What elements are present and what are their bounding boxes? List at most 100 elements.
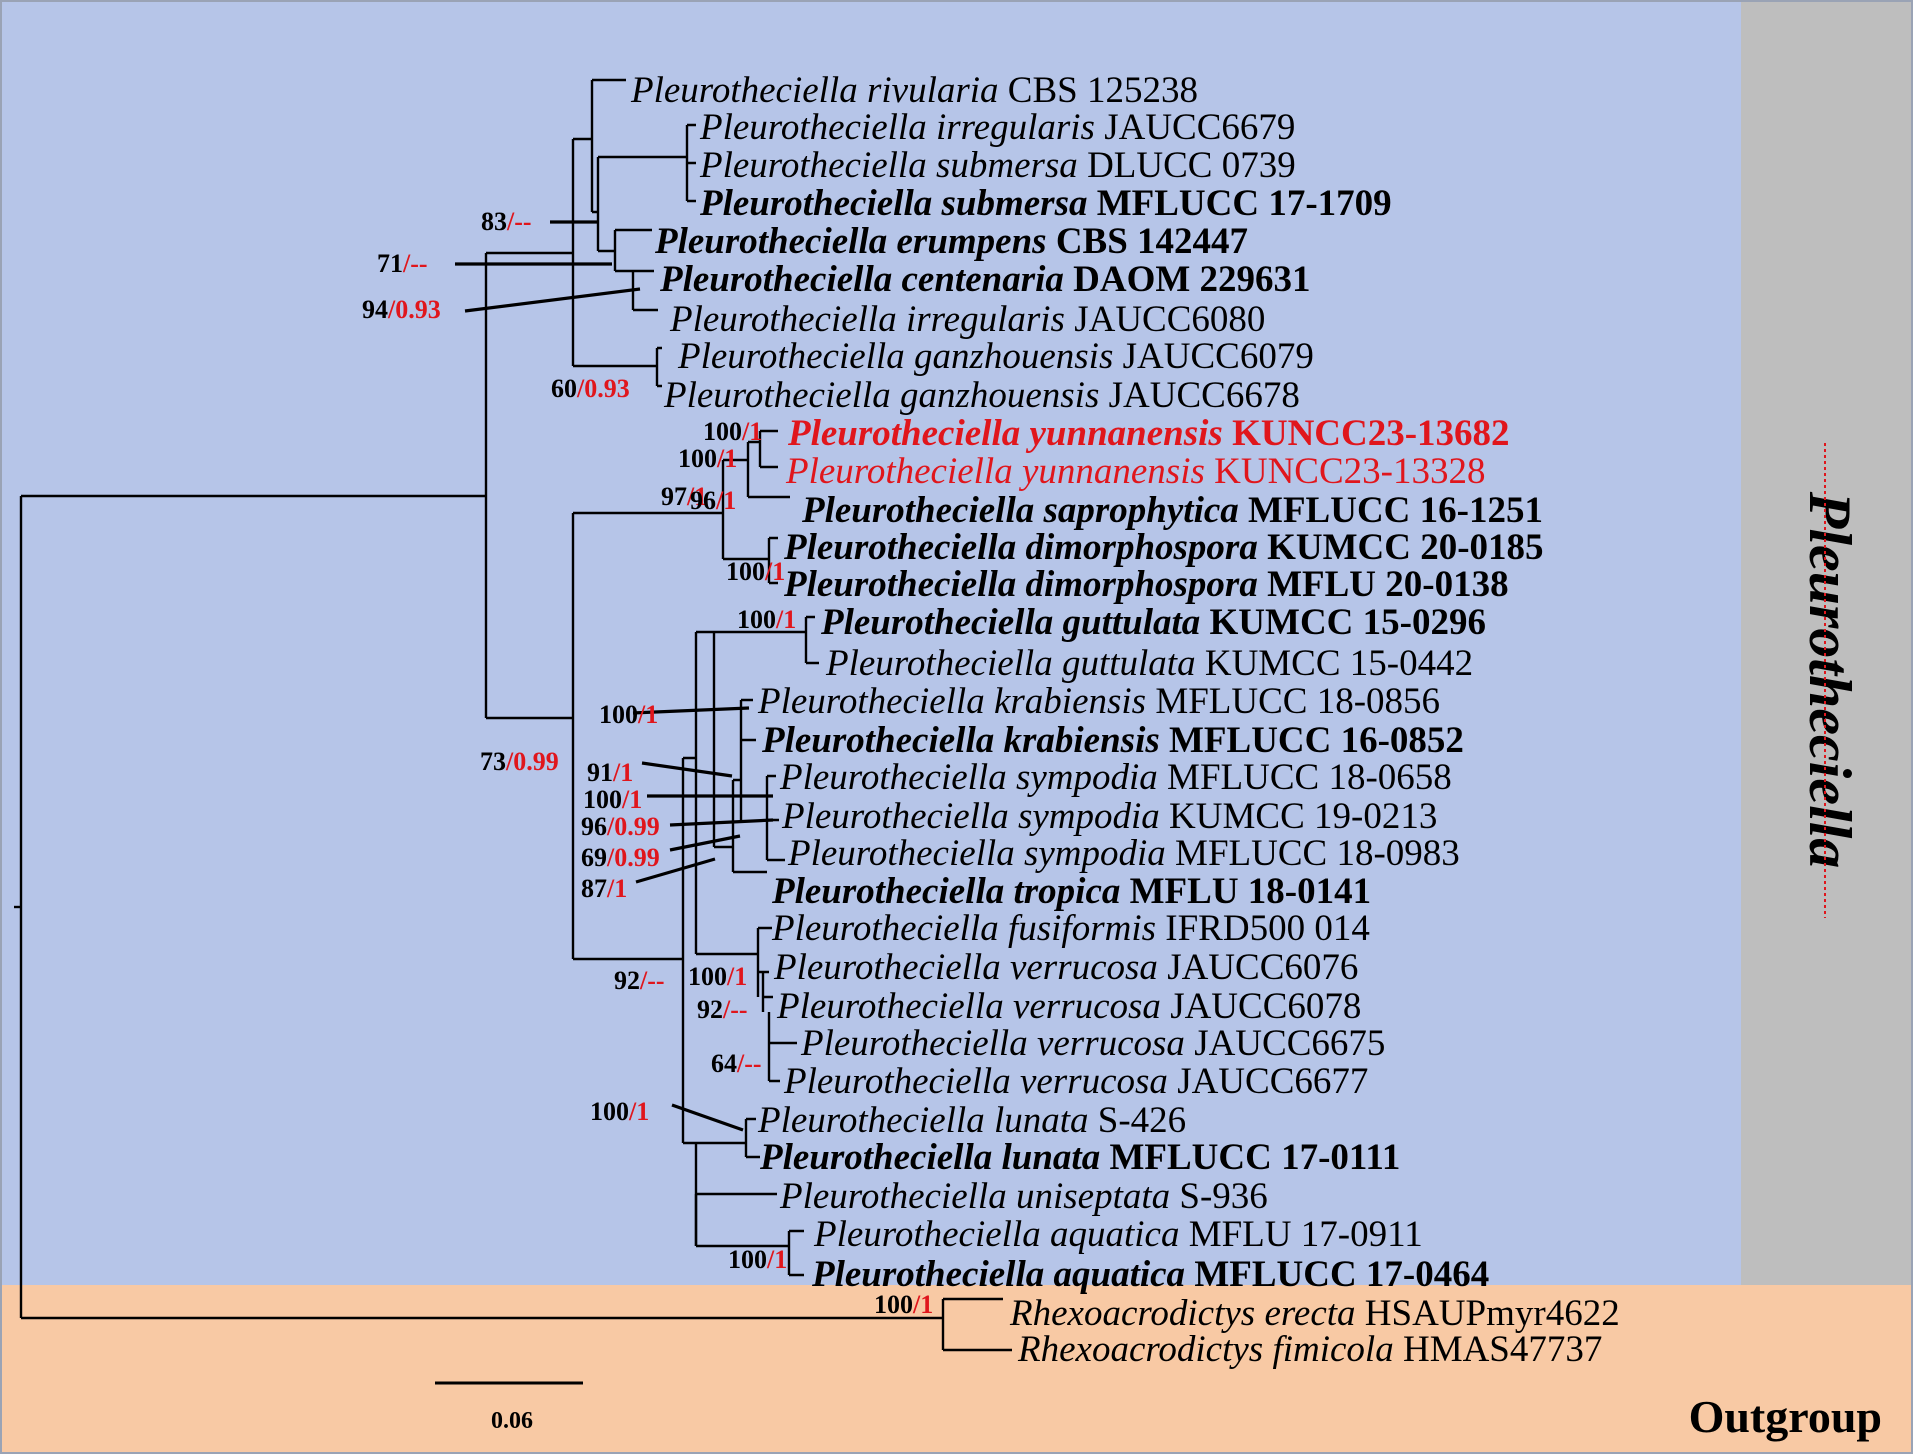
support-posterior-probability: /-- xyxy=(722,995,748,1024)
taxon-label: Pleurotheciella irregularis JAUCC6679 xyxy=(699,107,1295,148)
taxon-strain: JAUCC6679 xyxy=(1095,107,1295,148)
support-label: 71/-- xyxy=(377,249,428,278)
support-label: 100/1 xyxy=(874,1290,933,1319)
taxon-label: Pleurotheciella guttulata KUMCC 15-0296 xyxy=(820,602,1486,643)
branch-lower-clade xyxy=(571,511,723,961)
taxon-label: Pleurotheciella saprophytica MFLUCC 16-1… xyxy=(801,490,1543,531)
taxon-strain: MFLUCC 17-0464 xyxy=(1185,1254,1489,1295)
support-ml-bootstrap: 87 xyxy=(581,874,607,903)
taxon-label: Pleurotheciella verrucosa JAUCC6078 xyxy=(776,986,1361,1027)
branch-dimorphospora xyxy=(767,536,778,585)
taxon-species-name: Pleurotheciella guttulata xyxy=(820,602,1200,643)
taxon-strain: MFLUCC 18-0983 xyxy=(1166,833,1460,874)
support-ml-bootstrap: 100 xyxy=(703,417,742,446)
branch-verrucosa-b xyxy=(767,1012,797,1083)
taxon-species-name: Pleurotheciella irregularis xyxy=(669,299,1065,340)
branch-node-b xyxy=(694,630,758,956)
taxon-strain: JAUCC6677 xyxy=(1168,1061,1368,1102)
taxon-species-name: Pleurotheciella ganzhouensis xyxy=(663,375,1099,416)
taxon-species-name: Pleurotheciella sympodia xyxy=(781,796,1160,837)
taxon-strain: KUMCC 15-0442 xyxy=(1196,643,1474,684)
taxon-species-name: Pleurotheciella dimorphospora xyxy=(783,527,1258,568)
branch-sympodia xyxy=(765,774,785,862)
support-ml-bootstrap: 100 xyxy=(583,785,622,814)
clade-label-main: Pleurotheciella xyxy=(1797,491,1863,869)
taxon-species-name: Pleurotheciella ganzhouensis xyxy=(677,336,1113,377)
support-posterior-probability: /0.99 xyxy=(606,812,660,841)
support-label: 100/1 xyxy=(737,605,796,634)
taxon-species-name: Pleurotheciella tropica xyxy=(771,871,1120,912)
tree-branches xyxy=(14,78,1012,1352)
taxon-strain: DAOM 229631 xyxy=(1064,259,1311,300)
taxon-strain: MFLUCC 16-0852 xyxy=(1160,720,1464,761)
taxon-label: Pleurotheciella guttulata KUMCC 15-0442 xyxy=(825,643,1473,684)
taxon-species-name: Rhexoacrodictys fimicola xyxy=(1017,1329,1394,1370)
taxon-label: Pleurotheciella tropica MFLU 18-0141 xyxy=(771,871,1371,912)
support-arrows xyxy=(455,220,774,1132)
taxon-label: Pleurotheciella erumpens CBS 142447 xyxy=(654,221,1248,262)
support-label: 64/-- xyxy=(711,1049,762,1078)
taxon-species-name: Pleurotheciella sympodia xyxy=(779,757,1158,798)
branch-verrucosa-a xyxy=(761,972,773,1012)
taxon-strain: MFLUCC 17-0111 xyxy=(1100,1137,1400,1178)
support-label: 73/0.99 xyxy=(480,747,559,776)
ingroup-background xyxy=(2,2,1741,1285)
support-ml-bootstrap: 94 xyxy=(362,295,388,324)
taxon-species-name: Pleurotheciella irregularis xyxy=(699,107,1095,148)
taxon-label: Pleurotheciella verrucosa JAUCC6076 xyxy=(773,947,1358,988)
taxon-species-name: Pleurotheciella guttulata xyxy=(825,643,1196,684)
taxon-label: Pleurotheciella sympodia MFLUCC 18-0658 xyxy=(779,757,1452,798)
support-ml-bootstrap: 91 xyxy=(587,758,613,787)
support-label: 96/0.99 xyxy=(581,812,660,841)
support-ml-bootstrap: 100 xyxy=(678,444,717,473)
taxon-strain: HSAUPmyr4622 xyxy=(1356,1293,1620,1334)
taxon-strain: KUNCC23-13328 xyxy=(1205,451,1486,492)
taxon-strain: MFLUCC 18-0658 xyxy=(1158,757,1452,798)
outgroup-label: Outgroup xyxy=(1689,1391,1882,1442)
support-ml-bootstrap: 96 xyxy=(581,812,607,841)
support-label: 91/1 xyxy=(587,758,633,787)
taxon-label: Pleurotheciella lunata S-426 xyxy=(757,1100,1186,1141)
taxon-label: Pleurotheciella sympodia KUMCC 19-0213 xyxy=(781,796,1437,837)
taxon-strain: MFLUCC 18-0856 xyxy=(1146,681,1440,722)
taxon-strain: MFLU 20-0138 xyxy=(1258,564,1509,605)
taxon-label: Pleurotheciella irregularis JAUCC6080 xyxy=(669,299,1265,340)
support-posterior-probability: /1 xyxy=(726,962,747,991)
taxon-species-name: Pleurotheciella fusiformis xyxy=(771,908,1156,949)
support-posterior-probability: /1 xyxy=(775,605,796,634)
taxon-strain: JAUCC6076 xyxy=(1158,947,1358,988)
support-posterior-probability: /1 xyxy=(628,1097,649,1126)
taxon-species-name: Pleurotheciella uniseptata xyxy=(779,1176,1170,1217)
arrow-96 xyxy=(669,818,774,827)
taxon-species-name: Pleurotheciella dimorphospora xyxy=(783,564,1258,605)
support-posterior-probability: /1 xyxy=(621,785,642,814)
taxon-label: Pleurotheciella yunnanensis KUNCC23-1368… xyxy=(787,413,1510,454)
support-label: 100/1 xyxy=(728,1245,787,1274)
support-posterior-probability: /1 xyxy=(715,486,736,515)
taxon-label: Pleurotheciella verrucosa JAUCC6677 xyxy=(783,1061,1368,1102)
taxon-species-name: Pleurotheciella centenaria xyxy=(659,259,1064,300)
branch-node-c xyxy=(712,630,806,849)
branch-node-71 xyxy=(613,228,652,273)
taxon-strain: CBS 125238 xyxy=(999,70,1198,111)
support-ml-bootstrap: 69 xyxy=(581,843,607,872)
branch-aquatica xyxy=(787,1229,804,1277)
taxon-strain: MFLUCC 17-1709 xyxy=(1087,183,1391,224)
taxon-label: Pleurotheciella uniseptata S-936 xyxy=(779,1176,1268,1217)
taxon-species-name: Pleurotheciella rivularia xyxy=(630,70,999,111)
taxon-strain: S-936 xyxy=(1170,1176,1268,1217)
branch-ganzhouensis xyxy=(655,346,662,388)
taxon-species-name: Pleurotheciella verrucosa xyxy=(776,986,1161,1027)
support-ml-bootstrap: 92 xyxy=(697,995,723,1024)
support-ml-bootstrap: 100 xyxy=(590,1097,629,1126)
support-label: 100/1 xyxy=(703,417,762,446)
taxon-label: Pleurotheciella aquatica MFLU 17-0911 xyxy=(813,1214,1423,1255)
branch-krabiensis xyxy=(739,698,756,742)
taxon-species-name: Pleurotheciella yunnanensis xyxy=(785,451,1205,492)
taxon-strain: JAUCC6078 xyxy=(1161,986,1361,1027)
support-label: 94/0.93 xyxy=(362,295,441,324)
support-posterior-probability: /1 xyxy=(912,1290,933,1319)
